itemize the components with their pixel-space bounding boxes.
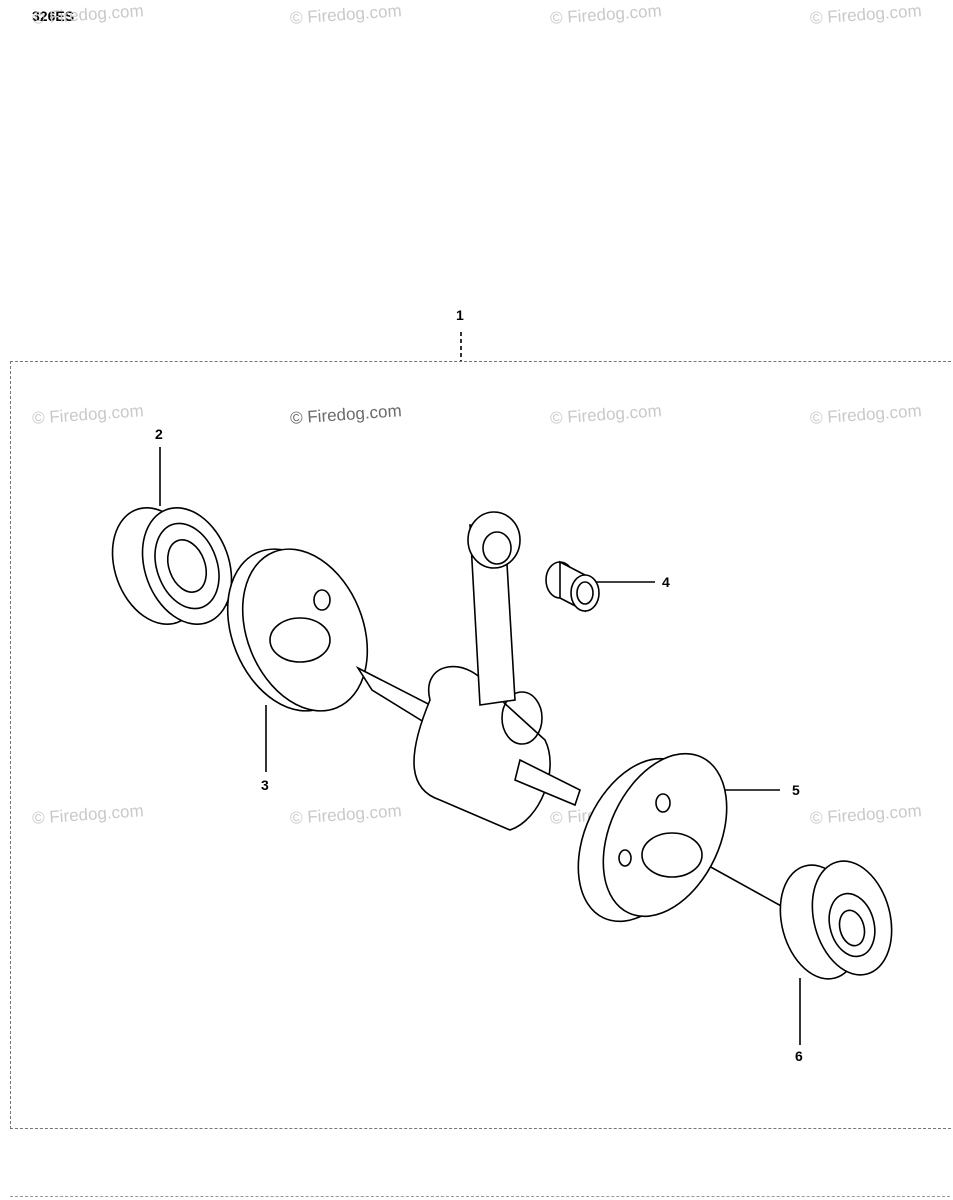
callout-2: 2 <box>155 426 163 442</box>
page-rule <box>10 1196 950 1197</box>
callout-5: 5 <box>792 782 800 798</box>
needle-bearing <box>545 560 600 613</box>
bearing-left <box>111 507 233 625</box>
assembly-frame <box>10 361 951 1129</box>
crankshaft <box>355 511 581 831</box>
bearing-right <box>779 860 893 980</box>
crank-web-left <box>226 548 369 712</box>
model-number: 326ES <box>32 8 75 24</box>
crank-web-right <box>577 752 728 923</box>
callout-4: 4 <box>662 574 670 590</box>
callout-3: 3 <box>261 777 269 793</box>
callout-1: 1 <box>456 307 464 323</box>
callout-6: 6 <box>795 1048 803 1064</box>
